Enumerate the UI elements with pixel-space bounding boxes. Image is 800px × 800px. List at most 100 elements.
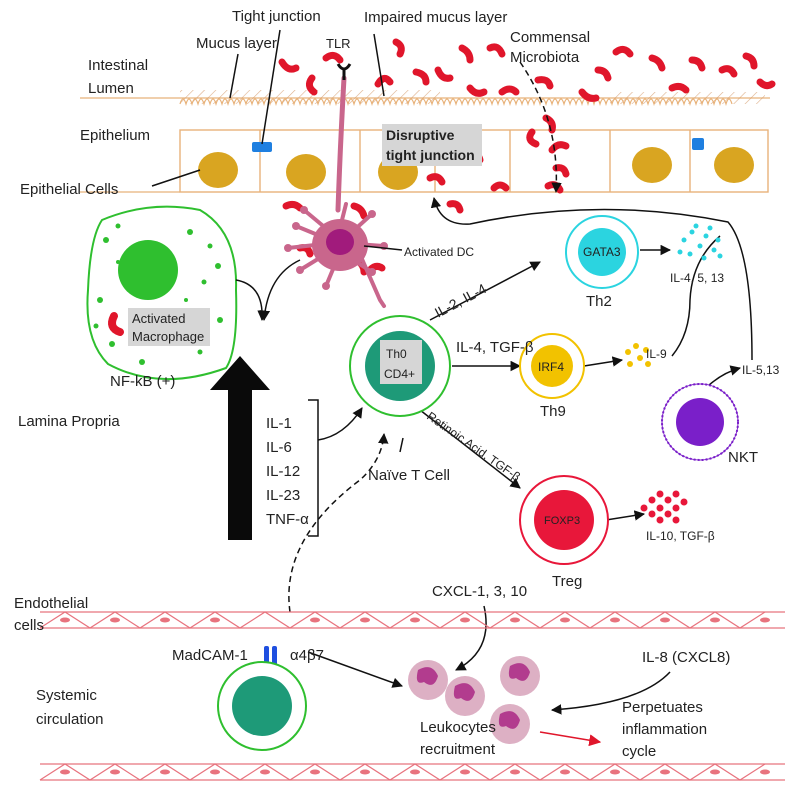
- perpetuates-label: Perpetuates: [622, 699, 703, 716]
- bacterium-icon: [594, 66, 612, 82]
- th9-to-il9-arrow: [583, 356, 624, 367]
- nfkb-label: NF-kB (+): [110, 373, 175, 390]
- dc-to-lamina-arrow: [259, 259, 301, 322]
- epithelium-layer: [80, 90, 770, 193]
- th0-to-th2-arrow: [429, 261, 541, 321]
- label-pointer-tight-junction: [261, 29, 281, 145]
- bacterium-icon: [498, 85, 520, 96]
- feedback-to-epithelium-arrow: [430, 196, 753, 361]
- bacterium-icon: [756, 78, 776, 90]
- cxcl-label: CXCL-1, 3, 10: [432, 583, 527, 600]
- tight-junction-icon: [692, 138, 704, 150]
- label-pointer-epithelial-cells: [151, 169, 201, 187]
- th0-naive-t-cell: [349, 315, 451, 417]
- macrophage-nucleus: [118, 240, 178, 300]
- bacterium-icon: [305, 74, 318, 96]
- bacterium-icon: [668, 82, 690, 94]
- il4-tgfb-label: IL-4, TGF-β: [456, 339, 534, 356]
- activated-label: Activated: [132, 311, 185, 326]
- leukocytes-label: Leukocytes: [420, 719, 496, 736]
- th2-cell: [565, 215, 639, 289]
- il9-feedback-line: [671, 235, 721, 357]
- disruptive-label: Disruptive: [386, 127, 455, 143]
- cytokine-tnfa: TNF-α: [266, 511, 309, 528]
- leukocyte-icon: [445, 676, 485, 716]
- bacterium-icon: [426, 173, 446, 186]
- tight-junction-icon: [252, 142, 272, 152]
- recruitment-label: recruitment: [420, 741, 496, 758]
- foxp3-label: FOXP3: [544, 515, 580, 527]
- dc-dendrite-process: [335, 75, 347, 213]
- th2-cytokine-dots: [677, 223, 723, 261]
- systemic-label: Systemic: [36, 687, 97, 704]
- treg-to-cytokines-arrow: [605, 510, 646, 521]
- th0-label: Th0: [386, 347, 407, 361]
- epithelial-cells-label: Epithelial Cells: [20, 181, 118, 198]
- bacterium-icon: [466, 84, 488, 97]
- bacterium-icon: [412, 68, 430, 86]
- irf4-label: IRF4: [538, 360, 564, 374]
- tight-junction-label: Tight junction: [232, 8, 321, 25]
- lamina-propria-label: Lamina Propria: [18, 413, 120, 430]
- bacterium-icon: [526, 128, 540, 148]
- connector-arrows: [151, 29, 753, 715]
- bacterium-icon: [718, 65, 738, 78]
- tcell-to-leukocytes-arrow: [307, 651, 403, 688]
- th0-label-bg: [380, 340, 422, 384]
- circulation-label: circulation: [36, 711, 104, 728]
- madcam-receptor-icon: [264, 646, 277, 666]
- cd4-label: CD4+: [384, 367, 415, 381]
- macrophage-to-lamina-arrow: [235, 279, 268, 322]
- label-pointer-mucus-layer: [229, 53, 239, 99]
- cytokine-il23: IL-23: [266, 487, 300, 504]
- cytokine-to-th0-arrow: [317, 407, 363, 441]
- madcam-label: MadCAM-1: [172, 647, 248, 664]
- leukocyte-icon: [500, 656, 540, 696]
- bacterium-icon: [542, 114, 556, 134]
- inflammation-cycle-arrow: [539, 731, 602, 747]
- dc-nucleus: [326, 229, 354, 255]
- bacterium-icon: [490, 181, 510, 192]
- microbiota-label: Microbiota: [510, 49, 580, 66]
- cytokine-il1: IL-1: [266, 415, 292, 432]
- label-pointer-impaired-mucus: [373, 33, 385, 97]
- phagocytosed-bacterium-icon: [108, 312, 124, 336]
- impaired-mucus-label: Impaired mucus layer: [364, 9, 507, 26]
- cycle-label: cycle: [622, 743, 656, 760]
- treg-label: Treg: [552, 573, 582, 590]
- il8-to-leukocytes-arrow: [550, 671, 671, 715]
- bacterium-icon: [688, 56, 706, 72]
- endothelial-nuclei: [60, 617, 770, 775]
- intestinal-label: Intestinal: [88, 57, 148, 74]
- bacterium-icon: [612, 45, 634, 58]
- cytokine-il12: IL-12: [266, 463, 300, 480]
- gata3-label: GATA3: [583, 245, 621, 259]
- il2-il4-label: IL-2, IL-4: [432, 280, 489, 321]
- bacterium-icon: [548, 141, 570, 154]
- macrophage-label: Macrophage: [132, 329, 204, 344]
- bacterium-icon: [282, 200, 304, 212]
- leukocyte-icon: [490, 704, 530, 744]
- th0-to-treg-arrow: [419, 409, 521, 489]
- commensal-bacteria: [278, 38, 776, 276]
- bacterium-icon: [742, 52, 758, 70]
- leukocytes: [408, 656, 540, 744]
- tlr-receptor-icon: [336, 63, 352, 71]
- bacterium-icon: [296, 244, 314, 258]
- naive-t-pointer: [399, 437, 404, 453]
- macrophage-membrane: [86, 205, 238, 380]
- bacterium-icon: [322, 51, 344, 64]
- epithelial-nucleus: [198, 152, 238, 188]
- activated-macrophage: [86, 205, 238, 380]
- label-pointer-activated-dc: [363, 245, 403, 251]
- mucus-layer-hatch-right: [610, 92, 765, 104]
- bacterium-icon: [392, 38, 405, 58]
- th2-cytokines-label: IL-4, 5, 13: [670, 271, 724, 285]
- bacterium-icon: [544, 181, 564, 194]
- bacterium-icon: [458, 44, 474, 64]
- endothelial-label: Endothelial: [14, 595, 88, 612]
- bacterium-icon: [374, 75, 394, 88]
- th9-cell: [519, 333, 585, 399]
- il9-label: IL-9: [646, 347, 667, 361]
